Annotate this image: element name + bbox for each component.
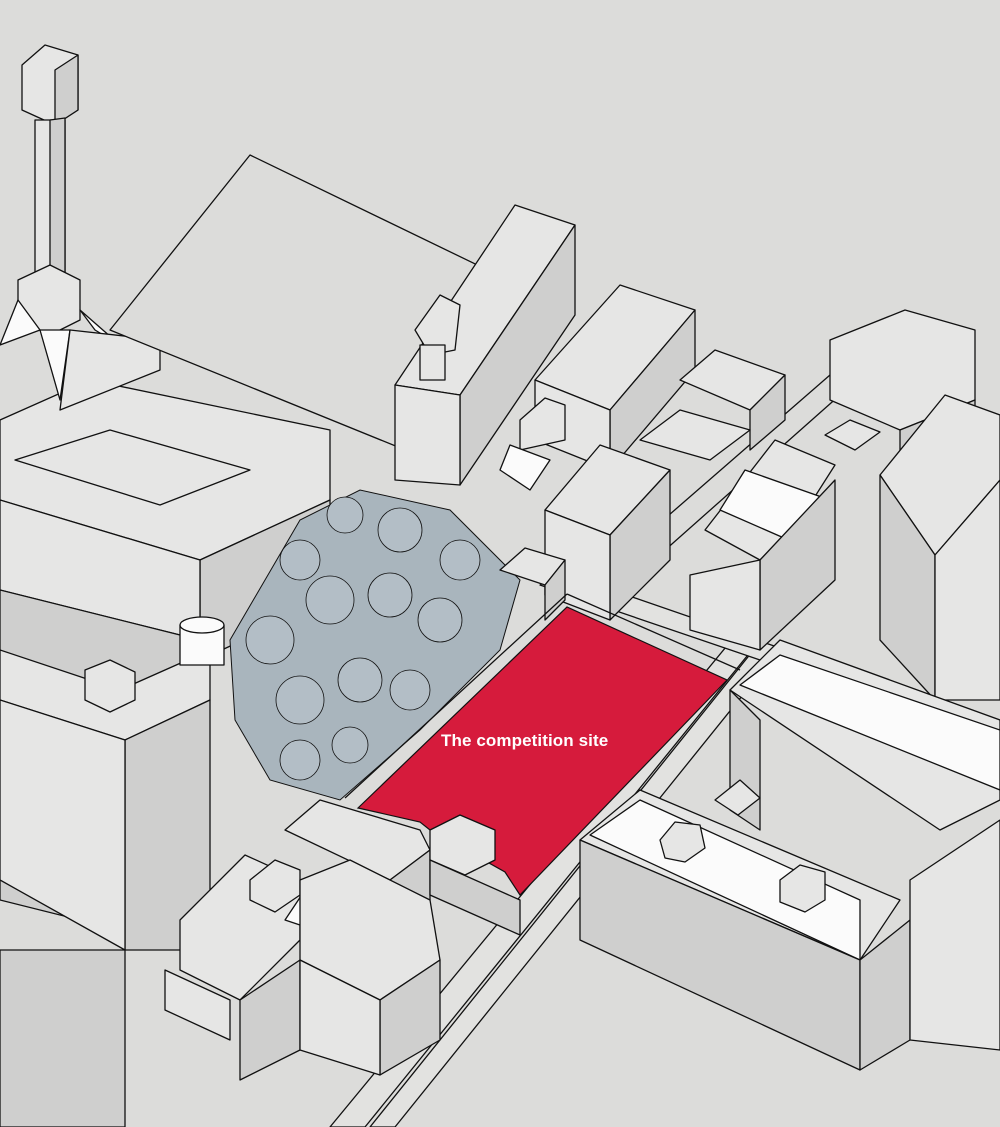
building-block-north	[109, 154, 576, 486]
tree-canopy	[229, 489, 521, 801]
building-site-north-neighbor	[499, 547, 566, 621]
building-block-southwest	[164, 799, 521, 1081]
tower	[0, 44, 161, 411]
competition-site-label: The competition site	[441, 731, 609, 750]
building-block-southeast	[579, 639, 1000, 1071]
building-block-northeast	[499, 284, 786, 621]
building-block-east	[689, 309, 1000, 701]
